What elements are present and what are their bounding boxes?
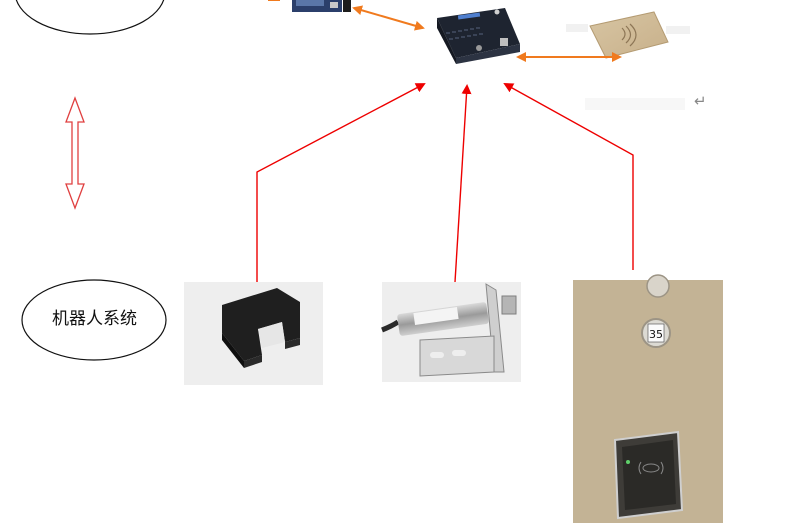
faint-text-ghost xyxy=(666,26,690,34)
rfid-card-icon xyxy=(589,11,669,59)
controller-box-icon xyxy=(437,8,520,64)
svg-text:35: 35 xyxy=(649,328,663,341)
proximity-sensor-icon xyxy=(381,282,521,382)
return-mark: ↵ xyxy=(694,92,707,110)
orange-link-module-controller xyxy=(352,5,425,31)
red-arrow-rfid-panel xyxy=(503,83,634,270)
faint-text-ghost xyxy=(585,98,685,110)
red-arrow-proximity-sensor xyxy=(454,84,472,283)
rfid-panel-icon: 35 xyxy=(573,274,723,523)
network-module-icon xyxy=(292,0,351,12)
robot-double-arrow xyxy=(65,96,85,210)
slot-sensor-icon xyxy=(184,282,323,385)
faint-text-ghost xyxy=(566,24,588,32)
robot-system-label: 机器人系统 xyxy=(52,308,137,329)
red-arrow-slot-sensor xyxy=(256,83,426,282)
top-system-ellipse xyxy=(15,0,165,35)
robot-system-ellipse xyxy=(21,279,167,361)
